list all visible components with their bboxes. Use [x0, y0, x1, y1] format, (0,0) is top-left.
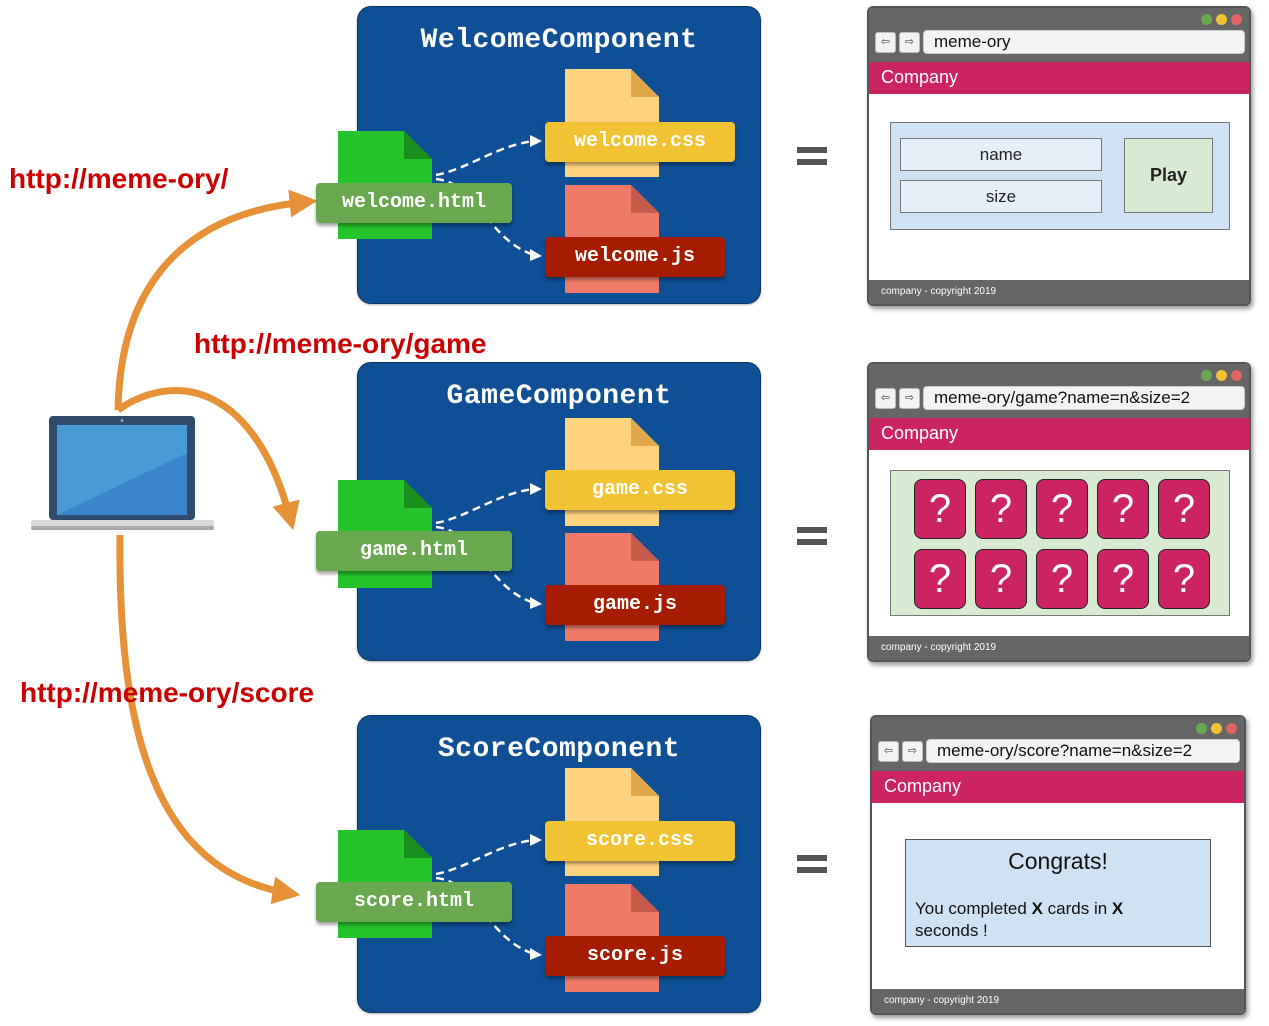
css-file-tag: game.css	[545, 470, 735, 510]
play-button[interactable]: Play	[1124, 138, 1213, 213]
close-dot-icon[interactable]	[1231, 14, 1242, 25]
site-header: Company	[869, 62, 1249, 94]
browser-toolbar: ⇦ ⇨ meme-ory/game?name=n&size=2	[869, 364, 1249, 418]
arrow-to-welcome	[114, 189, 318, 411]
back-arrow-icon[interactable]: ⇦	[875, 32, 896, 53]
congrats-title: Congrats!	[1008, 848, 1108, 874]
memory-card[interactable]: ?	[975, 479, 1027, 539]
close-dot-icon[interactable]	[1231, 370, 1242, 381]
memory-card[interactable]: ?	[1097, 549, 1149, 609]
back-arrow-icon[interactable]: ⇦	[875, 388, 896, 409]
js-file-tag: score.js	[545, 936, 725, 976]
score-page: Congrats! You completed X cards in X sec…	[872, 803, 1244, 989]
time-value: X	[1111, 899, 1124, 918]
score-text: seconds !	[915, 921, 988, 940]
equals-sign	[797, 853, 831, 883]
site-header: Company	[872, 771, 1244, 803]
minimize-dot-icon[interactable]	[1216, 14, 1227, 25]
browser-toolbar: ⇦ ⇨ meme-ory	[869, 8, 1249, 62]
name-input[interactable]: name	[900, 138, 1102, 171]
site-footer: company - copyright 2019	[869, 280, 1249, 304]
memory-card[interactable]: ?	[1036, 549, 1088, 609]
score-panel: Congrats! You completed X cards in X sec…	[905, 839, 1211, 947]
back-arrow-icon[interactable]: ⇦	[878, 741, 899, 762]
route-url-game: http://meme-ory/game	[194, 328, 487, 359]
forward-arrow-icon[interactable]: ⇨	[899, 388, 920, 409]
html-file-tag: score.html	[316, 882, 512, 922]
close-dot-icon[interactable]	[1226, 723, 1237, 734]
welcome-page: name size Play	[869, 94, 1249, 280]
route-url-score: http://meme-ory/score	[20, 677, 315, 708]
site-footer: company - copyright 2019	[869, 636, 1249, 660]
game-page: ??????????	[869, 450, 1249, 636]
equals-sign	[797, 525, 831, 555]
address-bar[interactable]: meme-ory/score?name=n&size=2	[926, 739, 1240, 763]
welcome-form: name size Play	[890, 122, 1230, 230]
arrow-to-score	[116, 534, 301, 905]
card-count: X	[1031, 899, 1043, 918]
score-message: You completed X cards in X seconds !	[915, 898, 1200, 942]
site-header: Company	[869, 418, 1249, 450]
score-text: cards in	[1042, 899, 1112, 918]
address-bar[interactable]: meme-ory/game?name=n&size=2	[923, 386, 1245, 410]
component-title: ScoreComponent	[437, 734, 681, 765]
html-file-tag: game.html	[316, 531, 512, 571]
memory-card[interactable]: ?	[975, 549, 1027, 609]
memory-card[interactable]: ?	[1158, 549, 1210, 609]
minimize-dot-icon[interactable]	[1211, 723, 1222, 734]
component-title: WelcomeComponent	[420, 25, 698, 56]
forward-arrow-icon[interactable]: ⇨	[899, 32, 920, 53]
js-file-tag: game.js	[545, 585, 725, 625]
browser-toolbar: ⇦ ⇨ meme-ory/score?name=n&size=2	[872, 717, 1244, 771]
game-board: ??????????	[890, 470, 1230, 616]
browser-score: ⇦ ⇨ meme-ory/score?name=n&size=2 Company…	[870, 715, 1246, 1015]
equals-sign	[797, 145, 831, 175]
css-file-tag: score.css	[545, 821, 735, 861]
memory-card[interactable]: ?	[1158, 479, 1210, 539]
address-bar[interactable]: meme-ory	[923, 30, 1245, 54]
browser-game: ⇦ ⇨ meme-ory/game?name=n&size=2 Company …	[867, 362, 1251, 662]
score-component: ScoreComponent score.html score.css scor…	[316, 715, 761, 1013]
browser-welcome: ⇦ ⇨ meme-ory Company name size Play comp…	[867, 6, 1251, 306]
memory-card[interactable]: ?	[914, 479, 966, 539]
js-file-tag: welcome.js	[545, 237, 725, 277]
route-url-welcome: http://meme-ory/	[9, 163, 229, 194]
size-input[interactable]: size	[900, 180, 1102, 213]
css-file-tag: welcome.css	[545, 122, 735, 162]
game-component: GameComponent game.html game.css game.js	[316, 362, 761, 661]
score-text: You completed	[915, 899, 1032, 918]
forward-arrow-icon[interactable]: ⇨	[902, 741, 923, 762]
site-footer: company - copyright 2019	[872, 989, 1244, 1013]
memory-card[interactable]: ?	[914, 549, 966, 609]
maximize-dot-icon[interactable]	[1201, 370, 1212, 381]
html-file-tag: welcome.html	[316, 183, 512, 223]
welcome-component: WelcomeComponent welcome.html welcome.cs…	[316, 6, 761, 304]
maximize-dot-icon[interactable]	[1196, 723, 1207, 734]
minimize-dot-icon[interactable]	[1216, 370, 1227, 381]
laptop-icon	[30, 413, 215, 533]
component-title: GameComponent	[446, 381, 672, 412]
maximize-dot-icon[interactable]	[1201, 14, 1212, 25]
memory-card[interactable]: ?	[1036, 479, 1088, 539]
memory-card[interactable]: ?	[1097, 479, 1149, 539]
